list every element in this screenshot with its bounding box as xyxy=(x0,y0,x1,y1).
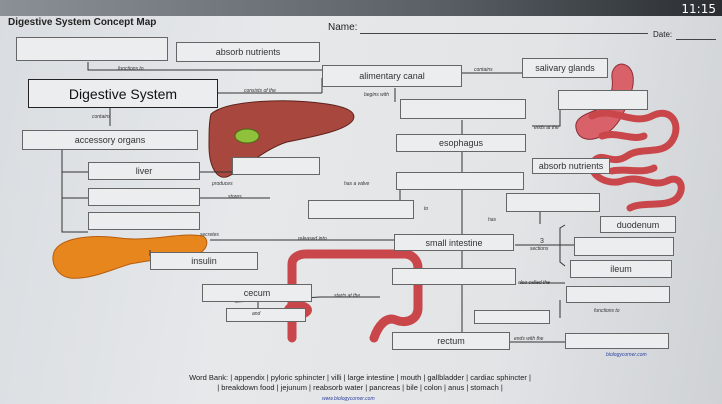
blank-box-anus[interactable] xyxy=(565,333,669,349)
date-label: Date: xyxy=(653,30,673,39)
box-liver: liver xyxy=(88,162,200,180)
box-esophagus: esophagus xyxy=(396,134,526,152)
link-sections: sections xyxy=(530,246,549,252)
blank-box-stomach[interactable] xyxy=(396,172,524,190)
link-released-into: released into xyxy=(298,236,327,242)
blank-box-valve[interactable] xyxy=(308,200,414,219)
link-begins-with: begins with xyxy=(364,92,390,98)
blank-box-colon[interactable] xyxy=(566,286,670,303)
box-ileum: ileum xyxy=(570,260,672,278)
box-accessory-organs: accessory organs xyxy=(22,130,198,150)
link-functions-to: functions to xyxy=(118,66,144,72)
blank-box-right-top[interactable] xyxy=(558,90,648,110)
name-label: Name: xyxy=(328,22,358,33)
blank-box-begins-with[interactable] xyxy=(400,99,526,119)
status-bar: 11:15 xyxy=(0,0,722,16)
link-ends-with-the: ends with the xyxy=(514,336,544,342)
link-ends-at-the: ends at the xyxy=(534,125,559,131)
link-also-called-the: also called the xyxy=(518,280,550,286)
page-title: Digestive System Concept Map xyxy=(8,17,157,28)
link-secretes: secretes xyxy=(200,232,219,238)
blank-box-appendix[interactable] xyxy=(226,308,306,322)
box-insulin: insulin xyxy=(150,252,258,270)
box-alimentary-canal: alimentary canal xyxy=(322,65,462,87)
link-three: 3 xyxy=(540,238,544,245)
blank-box-right-mid[interactable] xyxy=(506,193,600,212)
blank-box-pancreas[interactable] xyxy=(88,212,200,230)
link-contains-left: contains xyxy=(92,114,111,120)
box-duodenum: duodenum xyxy=(600,216,676,233)
blank-box-villi[interactable] xyxy=(474,310,550,324)
word-bank-line-2: | breakdown food | jejunum | reabsorb wa… xyxy=(217,383,503,392)
link-to: to xyxy=(424,206,429,212)
link-has-a-valve: has a valve xyxy=(344,181,370,187)
link-produces: produces xyxy=(212,181,233,187)
link-starts-at-the: starts at the xyxy=(334,293,361,299)
box-salivary-glands: salivary glands xyxy=(522,58,608,78)
date-line[interactable] xyxy=(676,39,716,40)
blank-box-jejunum[interactable] xyxy=(574,237,674,256)
link-stores: stores xyxy=(228,194,242,200)
credit-small: biologycorner.com xyxy=(606,352,647,358)
blank-box-large-intestine[interactable] xyxy=(392,268,516,285)
link-consists-of-the: consists of the xyxy=(244,88,276,94)
word-bank-line-1: Word Bank: | appendix | pyloric sphincte… xyxy=(189,373,531,382)
blank-box-1[interactable] xyxy=(16,37,168,61)
box-rectum: rectum xyxy=(392,332,510,350)
link-and: and xyxy=(252,311,261,317)
name-line[interactable] xyxy=(360,33,648,34)
link-functions-to-right: functions to xyxy=(594,308,620,314)
box-small-intestine: small intestine xyxy=(394,234,514,251)
blank-box-gallbladder[interactable] xyxy=(232,157,320,175)
link-contains-top: contains xyxy=(474,67,493,73)
link-has: has xyxy=(488,217,497,223)
blank-box-liver-produces[interactable] xyxy=(88,188,200,206)
box-digestive-system: Digestive System xyxy=(28,79,218,108)
box-absorb-nutrients-top: absorb nutrients xyxy=(176,42,320,62)
clock: 11:15 xyxy=(681,2,716,16)
credit-bottom: www.biologycorner.com xyxy=(322,396,375,402)
box-absorb-nutrients-right: absorb nutrients xyxy=(532,158,610,174)
box-cecum: cecum xyxy=(202,284,312,302)
